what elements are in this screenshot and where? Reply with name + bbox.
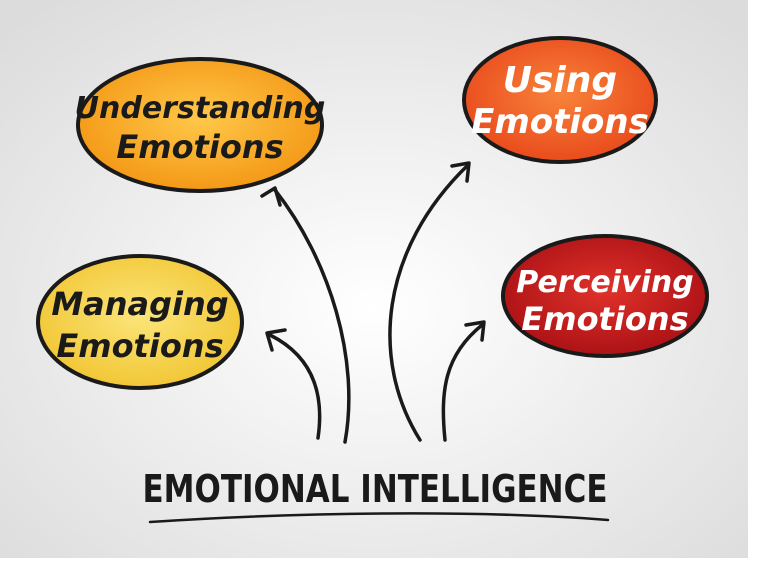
arrow-head-icon [260, 186, 282, 207]
node-using-emotions: Using Emotions [462, 36, 658, 164]
arrow-to-perceiving [441, 323, 484, 442]
node-label-line2: Emotions [56, 327, 223, 365]
node-label-line2: Emotions [471, 102, 649, 142]
node-label-line2: Emotions [521, 300, 688, 338]
arrow-to-understanding [273, 188, 351, 444]
node-label-line1: Perceiving [516, 265, 693, 300]
node-understanding-emotions: Understanding Emotions [75, 57, 326, 193]
node-perceiving-emotions: Perceiving Emotions [501, 234, 709, 358]
node-label-line1: Understanding [75, 91, 326, 126]
arrow-to-managing [268, 333, 322, 440]
arrow-head-icon [450, 161, 471, 183]
node-label-line1: Managing [51, 285, 228, 323]
arrow-head-icon [265, 328, 287, 352]
title-underline [148, 512, 610, 524]
arrow-to-using [388, 163, 470, 442]
arrow-head-icon [464, 320, 486, 342]
node-label-line2: Emotions [116, 128, 283, 166]
diagram-title: EMOTIONAL INTELLIGENCE [143, 467, 608, 511]
node-managing-emotions: Managing Emotions [36, 254, 244, 390]
node-label-line1: Using [503, 60, 617, 101]
